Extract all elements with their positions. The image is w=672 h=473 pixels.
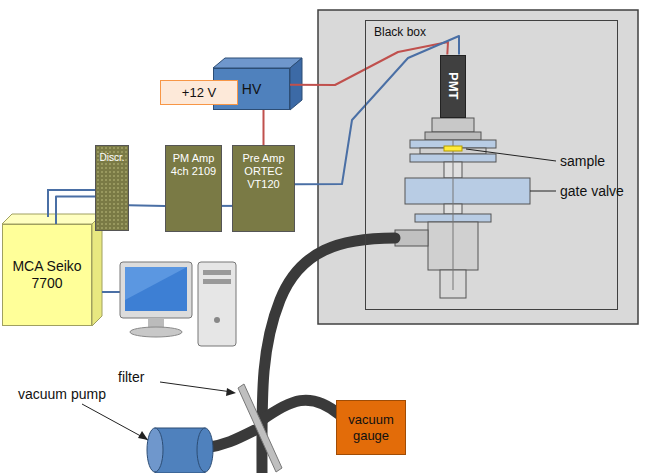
gauge-box: vacuum gauge — [336, 400, 406, 455]
module-box: Pre Amp ORTEC VT120 — [232, 145, 295, 232]
node-label: MCA Seiko 7700 — [6, 258, 88, 292]
part-label: filter — [118, 369, 144, 385]
signal-wire — [56, 197, 95, 224]
node-label: Pre Amp ORTEC VT120 — [235, 152, 292, 192]
node-label: HV — [242, 81, 261, 98]
part-label: sample — [560, 153, 605, 169]
sample-disc — [444, 146, 462, 151]
box-face — [2, 214, 102, 224]
vacuum-chamber — [395, 118, 530, 298]
leader-line — [160, 382, 232, 392]
leader-line — [466, 149, 556, 161]
arrowhead — [138, 431, 148, 440]
pmt-tube: PMT — [440, 55, 466, 118]
part-label: gate valve — [560, 183, 624, 199]
node-label: +12 V — [182, 85, 216, 101]
arrowhead — [226, 388, 236, 396]
part-label: vacuum pump — [18, 386, 106, 402]
node-label: vacuum gauge — [340, 412, 402, 443]
signal-wire — [129, 204, 165, 207]
box-face — [213, 58, 302, 68]
node-label: PM Amp 4ch 2109 — [168, 152, 219, 178]
leader-line — [530, 191, 556, 192]
node-label: Black box — [374, 25, 426, 39]
vacuum-pump — [147, 428, 213, 473]
signal-wire — [290, 42, 448, 85]
signal-wire — [295, 36, 459, 184]
signal-wire — [222, 205, 232, 207]
module-box: PM Amp 4ch 2109 — [165, 145, 222, 232]
node-label: PMT — [445, 72, 461, 99]
analyzer-box: MCA Seiko 7700 — [2, 224, 92, 326]
leader-line — [82, 404, 148, 440]
module-box: Discr. — [95, 145, 129, 231]
filter-plate — [238, 384, 282, 472]
outer-housing — [318, 10, 638, 324]
power-supply: +12 V — [160, 80, 238, 105]
computer-icon — [102, 262, 236, 346]
node-label: Discr. — [100, 152, 125, 164]
